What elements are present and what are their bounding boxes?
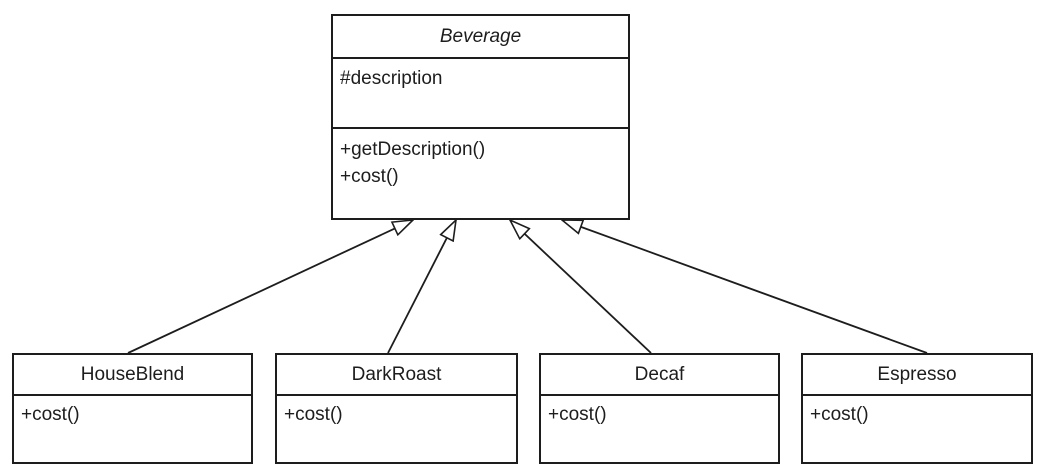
- generalization-arrow-espresso: [562, 219, 928, 354]
- generalization-arrow-houseblend: [127, 220, 413, 354]
- attribute-description: #description: [340, 68, 443, 89]
- class-box-houseblend: HouseBlend +cost(): [12, 353, 253, 464]
- class-name-darkroast: DarkRoast: [277, 355, 516, 396]
- generalization-arrow-darkroast: [387, 220, 456, 354]
- method-cost: +cost(): [548, 404, 607, 425]
- darkroast-methods-section: +cost(): [277, 396, 516, 462]
- espresso-methods-section: +cost(): [803, 396, 1031, 462]
- generalization-arrow-decaf: [510, 220, 652, 354]
- beverage-methods-section: +getDescription() +cost(): [333, 129, 628, 218]
- method-cost: +cost(): [21, 404, 80, 425]
- class-name-espresso: Espresso: [803, 355, 1031, 396]
- method-cost: +cost(): [340, 166, 399, 187]
- class-name-decaf: Decaf: [541, 355, 778, 396]
- class-box-beverage: Beverage #description +getDescription() …: [331, 14, 630, 220]
- houseblend-methods-section: +cost(): [14, 396, 251, 462]
- method-cost: +cost(): [284, 404, 343, 425]
- class-box-darkroast: DarkRoast +cost(): [275, 353, 518, 464]
- decaf-methods-section: +cost(): [541, 396, 778, 462]
- class-box-espresso: Espresso +cost(): [801, 353, 1033, 464]
- class-name-houseblend: HouseBlend: [14, 355, 251, 396]
- class-box-decaf: Decaf +cost(): [539, 353, 780, 464]
- method-getdescription: +getDescription(): [340, 139, 486, 160]
- method-cost: +cost(): [810, 404, 869, 425]
- class-name-beverage: Beverage: [333, 16, 628, 59]
- beverage-attributes-section: #description: [333, 59, 628, 129]
